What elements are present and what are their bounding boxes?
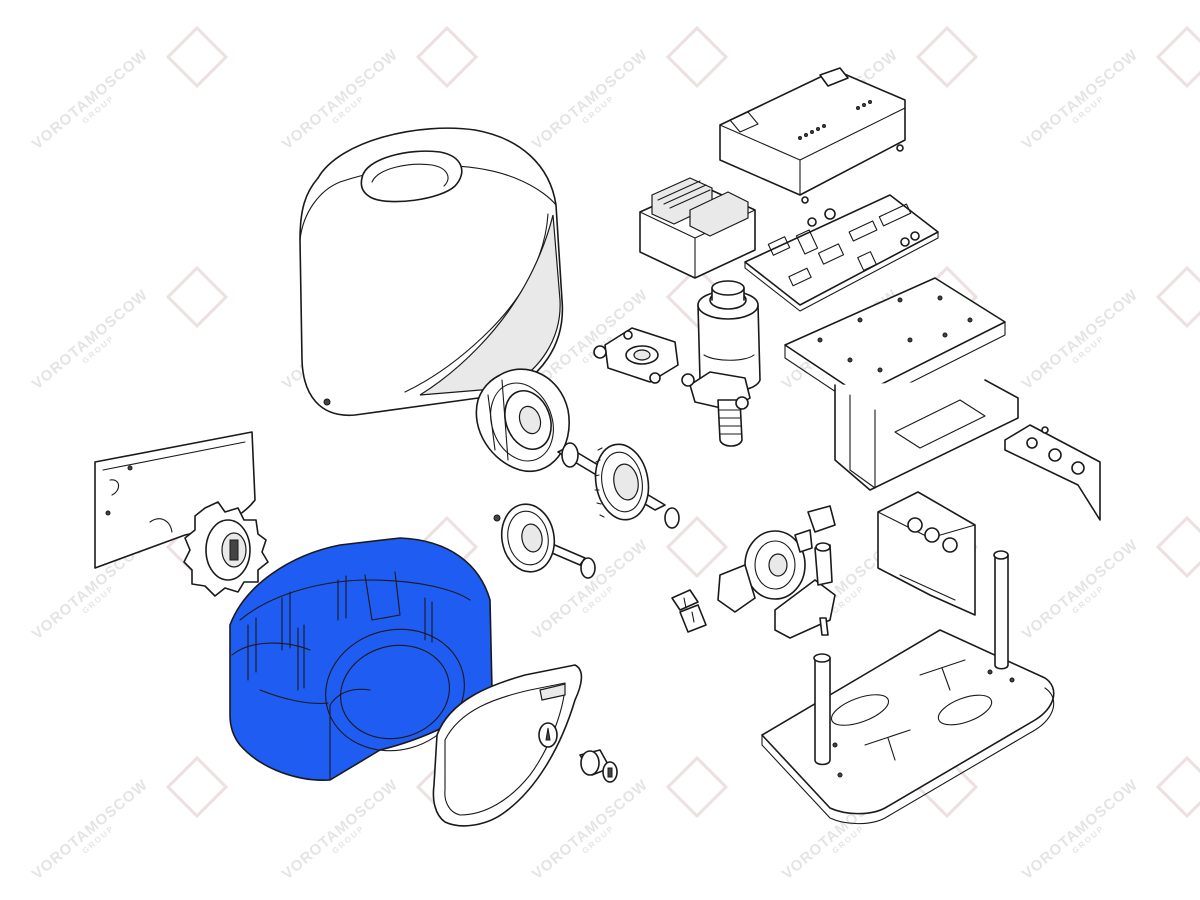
control-board[interactable] [744, 194, 939, 312]
limit-switch[interactable] [717, 505, 836, 613]
terminal-bracket[interactable] [877, 491, 976, 616]
cable-plate[interactable] [1004, 424, 1101, 521]
board-bracket[interactable] [784, 277, 1019, 491]
release-door[interactable] [432, 664, 583, 827]
gear-shaft-small[interactable] [493, 500, 596, 579]
limit-clips[interactable] [671, 589, 707, 633]
pinion-gear[interactable] [183, 501, 269, 597]
encoder-disc[interactable] [475, 368, 570, 473]
motor-flange[interactable] [593, 327, 679, 384]
control-board-cover[interactable] [719, 67, 906, 204]
release-lever[interactable] [774, 542, 836, 639]
mounting-base[interactable] [761, 550, 1055, 825]
transformer[interactable] [639, 177, 756, 279]
gear-shaft-large[interactable] [557, 440, 680, 529]
motor[interactable] [681, 280, 761, 447]
cover[interactable] [299, 127, 564, 416]
key-lock[interactable] [579, 749, 618, 783]
